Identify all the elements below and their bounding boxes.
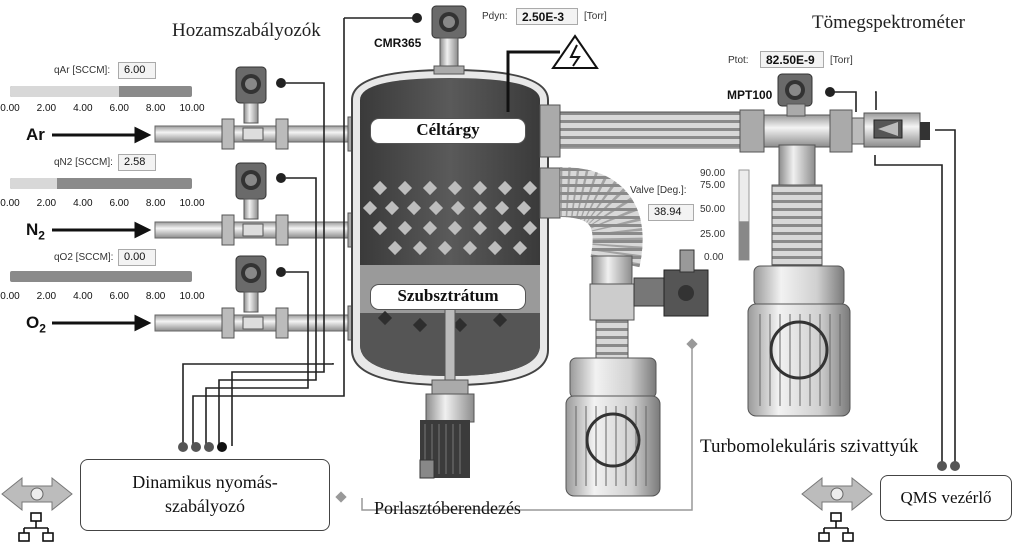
qn2-value: 2.58: [118, 154, 156, 171]
valve-label: Valve [Deg.]:: [630, 185, 687, 196]
gas-n2-name: N2: [26, 220, 45, 243]
qms-controller-box[interactable]: QMS vezérlő: [880, 475, 1012, 521]
flow-scale-tick: 10.00: [179, 198, 205, 209]
flow-scale-tick: 2.00: [36, 291, 57, 302]
qar-label: qAr [SCCM]:: [54, 65, 111, 76]
flow-scale-tick: 6.00: [109, 291, 129, 302]
turbo-pump-right: [747, 265, 851, 417]
ptot-unit: [Torr]: [830, 55, 853, 66]
flow-scale-tick: 8.00: [145, 103, 166, 114]
qar-value: 6.00: [118, 62, 156, 79]
gas-o2-name: O2: [26, 313, 46, 336]
network-arrow-right: [801, 476, 873, 512]
flow-controller-n2: [235, 162, 267, 220]
mpt100-label: MPT100: [727, 88, 773, 102]
flow-controller-ar: [235, 66, 267, 124]
gas-line-n2: [154, 212, 361, 248]
high-voltage-icon: [551, 34, 599, 69]
plasma-particles: /* placeholder */: [362, 180, 538, 333]
turbo-pumps-label: Turbomolekuláris szivattyúk: [700, 436, 919, 457]
target-label: Céltárgy: [370, 118, 526, 144]
sputter-motor: [419, 420, 470, 479]
valve-scale-1: 75.00: [700, 180, 726, 191]
flow-controllers-title: Hozamszabályozók: [172, 20, 321, 41]
qo2-flow-bar: [10, 271, 192, 282]
flow-scale-tick: 10.00: [179, 103, 205, 114]
qo2-label: qO2 [SCCM]:: [54, 252, 114, 263]
controller-wiring: [182, 17, 414, 446]
flow-scale-tick: 4.00: [73, 291, 93, 302]
pdyn-unit: [Torr]: [584, 11, 607, 22]
network-arrow-left: [1, 476, 73, 512]
sputter-device-label: Porlasztóberendezés: [374, 498, 521, 518]
valve-scale-0: 90.00: [700, 168, 726, 179]
ptot-value: 82.50E-9: [760, 51, 824, 68]
flow-scale-tick: 0.00: [0, 291, 20, 302]
flow-controller-o2: [235, 255, 267, 313]
qar-flow-bar: [10, 86, 192, 97]
flow-scale-tick: 4.00: [73, 198, 93, 209]
gas-line-o2: [154, 305, 361, 341]
mass-spectrometer-title: Tömegspektrométer: [812, 12, 966, 33]
valve-scale-4: 0.00: [704, 252, 724, 263]
turbo-pump-left: [565, 357, 661, 497]
valve-scale-3: 25.00: [700, 229, 726, 240]
substrate-label: Szubsztrátum: [370, 284, 526, 310]
qo2-scale: 0.00 2.00 4.00 6.00 8.00 10.00: [0, 291, 204, 303]
flow-scale-tick: 0.00: [0, 103, 20, 114]
gas-ar-name: Ar: [26, 125, 45, 144]
flow-scale-tick: 6.00: [109, 198, 129, 209]
flow-scale-tick: 2.00: [36, 198, 57, 209]
qn2-scale: 0.00 2.00 4.00 6.00 8.00 10.00: [0, 198, 204, 210]
flow-scale-tick: 0.00: [0, 198, 20, 209]
pdyn-label: Pdyn:: [482, 11, 508, 22]
qar-scale: 0.00 2.00 4.00 6.00 8.00 10.00: [0, 103, 204, 115]
pdyn-value: 2.50E-3: [516, 8, 578, 25]
valve-value: 38.94: [648, 204, 694, 221]
flow-scale-tick: 10.00: [179, 291, 205, 302]
dpc-line2: szabályozó: [165, 496, 245, 516]
ptot-label: Ptot:: [728, 55, 749, 66]
flow-scale-tick: 4.00: [73, 103, 93, 114]
dpc-line1: Dinamikus nyomás-: [132, 472, 278, 492]
mpt100-gauge: [777, 73, 813, 117]
gate-valve: [633, 249, 709, 317]
flow-scale-tick: 6.00: [109, 103, 129, 114]
flow-scale-tick: 8.00: [145, 198, 166, 209]
cmr365-label: CMR365: [374, 36, 422, 50]
qo2-value: 0.00: [118, 249, 156, 266]
network-icon-right: [818, 512, 854, 542]
flow-scale-tick: 8.00: [145, 291, 166, 302]
network-icon-left: [18, 512, 54, 542]
cmr365-gauge: [431, 5, 467, 75]
flow-scale-tick: 2.00: [36, 103, 57, 114]
dynamic-pressure-controller-box[interactable]: Dinamikus nyomás- szabályozó: [80, 459, 330, 531]
qn2-flow-bar: [10, 178, 192, 189]
qn2-label: qN2 [SCCM]:: [54, 157, 113, 168]
valve-scale-2: 50.00: [700, 204, 726, 215]
